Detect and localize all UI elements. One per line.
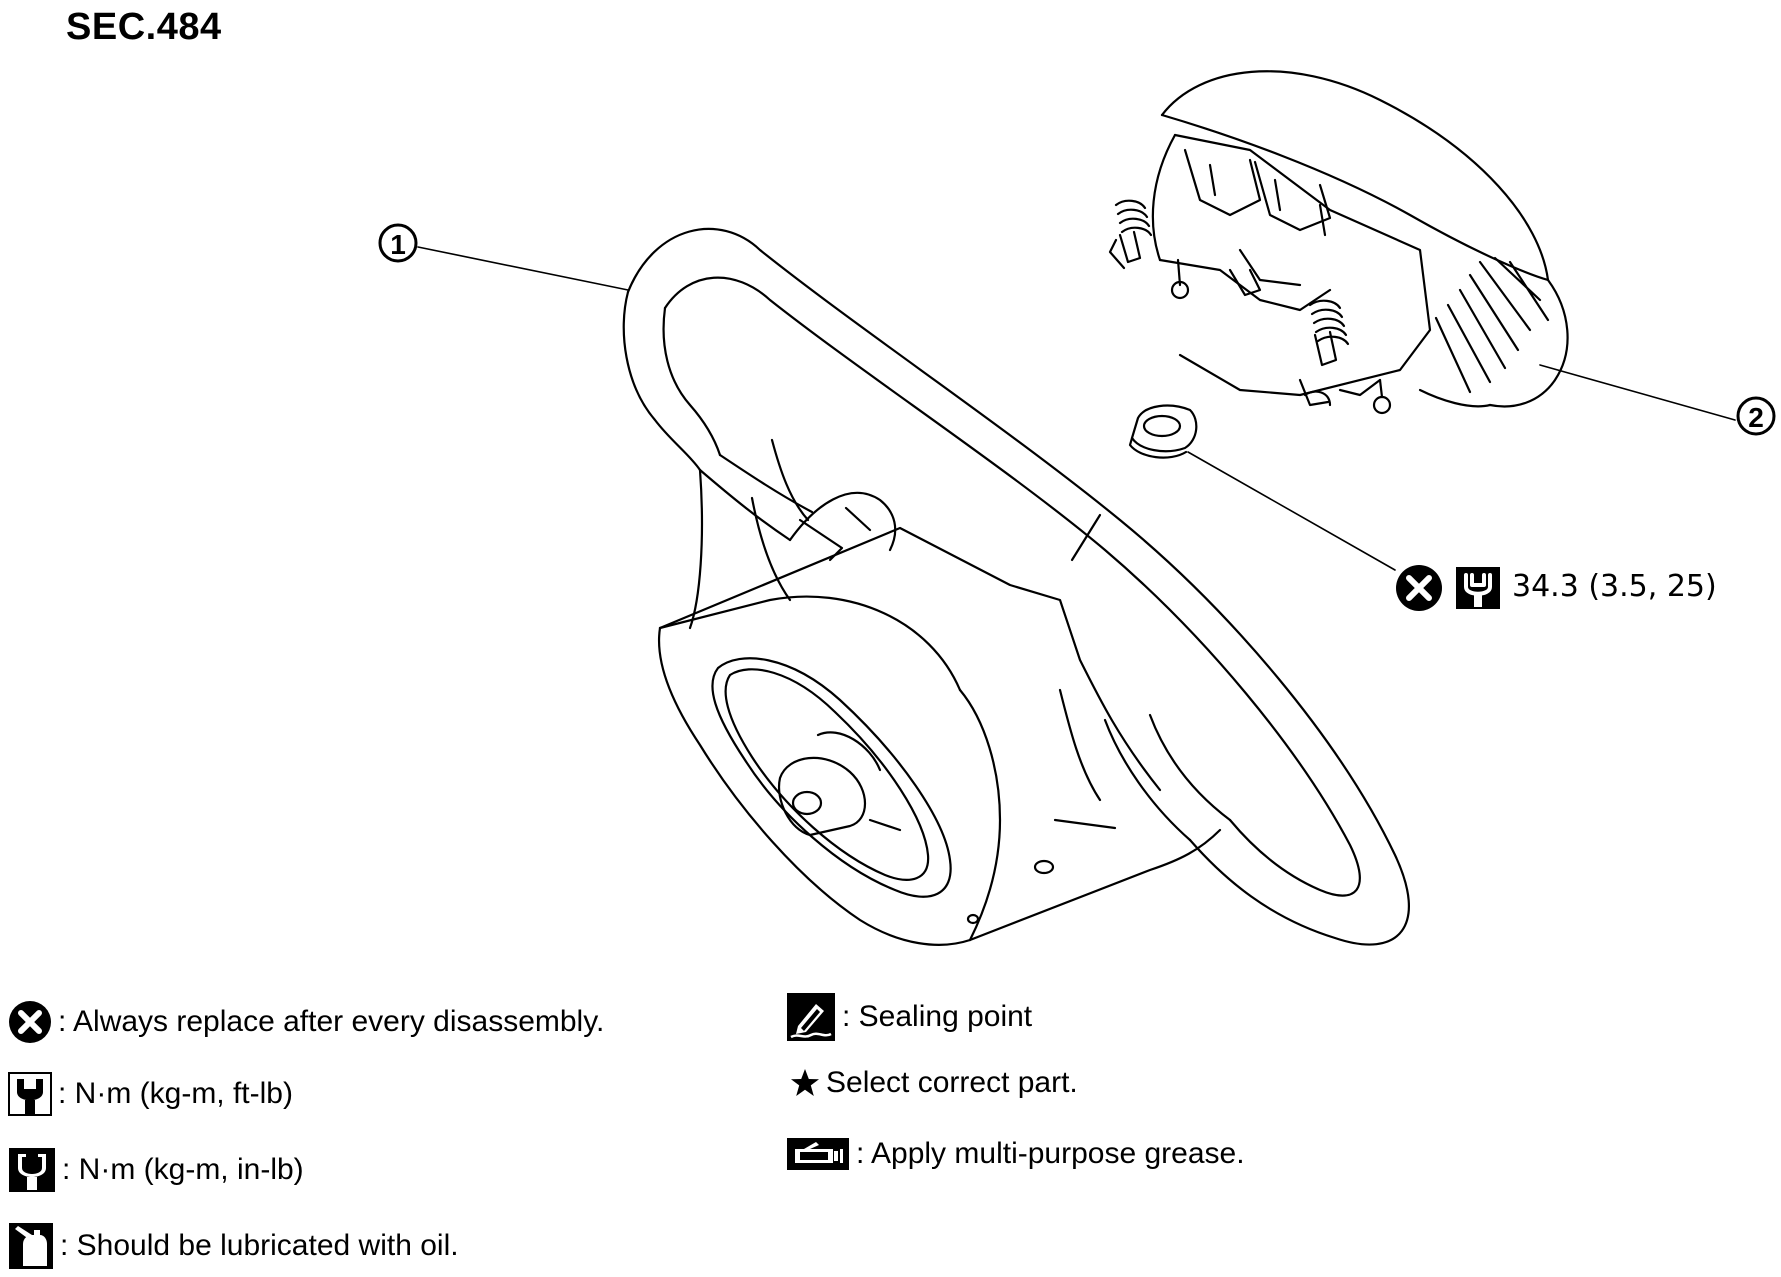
legend-grease-text: : Apply multi-purpose grease.: [856, 1137, 1245, 1170]
grease-gun-icon: [786, 1137, 850, 1171]
legend-replace-text: : Always replace after every disassembly…: [58, 1005, 605, 1038]
legend-replace: : Always replace after every disassembly…: [8, 1000, 604, 1044]
steering-wheel: [622, 227, 1411, 946]
callout-2-label: 2: [1748, 402, 1764, 433]
replace-icon: [1396, 565, 1442, 611]
legend-select-part-text: Select correct part.: [826, 1066, 1078, 1099]
replace-icon: [8, 1000, 52, 1044]
torque-value: 34.3 (3.5, 25): [1512, 569, 1717, 604]
leader-lines: [417, 246, 1736, 571]
callout-1-label: 1: [390, 229, 406, 260]
legend-torque-ftlb-text: : N·m (kg-m, ft-lb): [58, 1077, 293, 1110]
legend-sealing: : Sealing point: [786, 992, 1032, 1042]
legend-torque-inlb: : N·m (kg-m, in-lb): [8, 1147, 304, 1193]
legend-torque-ftlb: : N·m (kg-m, ft-lb): [8, 1072, 293, 1116]
callout-2: 2: [1736, 396, 1776, 436]
torque-wrench-icon: [1456, 567, 1500, 609]
legend-torque-inlb-text: : N·m (kg-m, in-lb): [62, 1153, 304, 1186]
airbag-module: [1108, 70, 1569, 459]
legend-grease: : Apply multi-purpose grease.: [786, 1137, 1245, 1171]
legend-sealing-text: : Sealing point: [842, 1000, 1033, 1033]
oil-can-icon: [8, 1222, 54, 1270]
star-icon: [790, 1068, 820, 1098]
sealing-point-icon: [786, 992, 836, 1042]
torque-wrench-inlb-icon: [8, 1147, 56, 1193]
legend-oil-text: : Should be lubricated with oil.: [60, 1229, 459, 1262]
callout-1: 1: [378, 223, 418, 263]
legend-select-part: Select correct part.: [790, 1066, 1078, 1100]
torque-wrench-icon: [8, 1072, 52, 1116]
section-code: SEC.484: [66, 6, 222, 48]
legend-oil: : Should be lubricated with oil.: [8, 1222, 459, 1270]
